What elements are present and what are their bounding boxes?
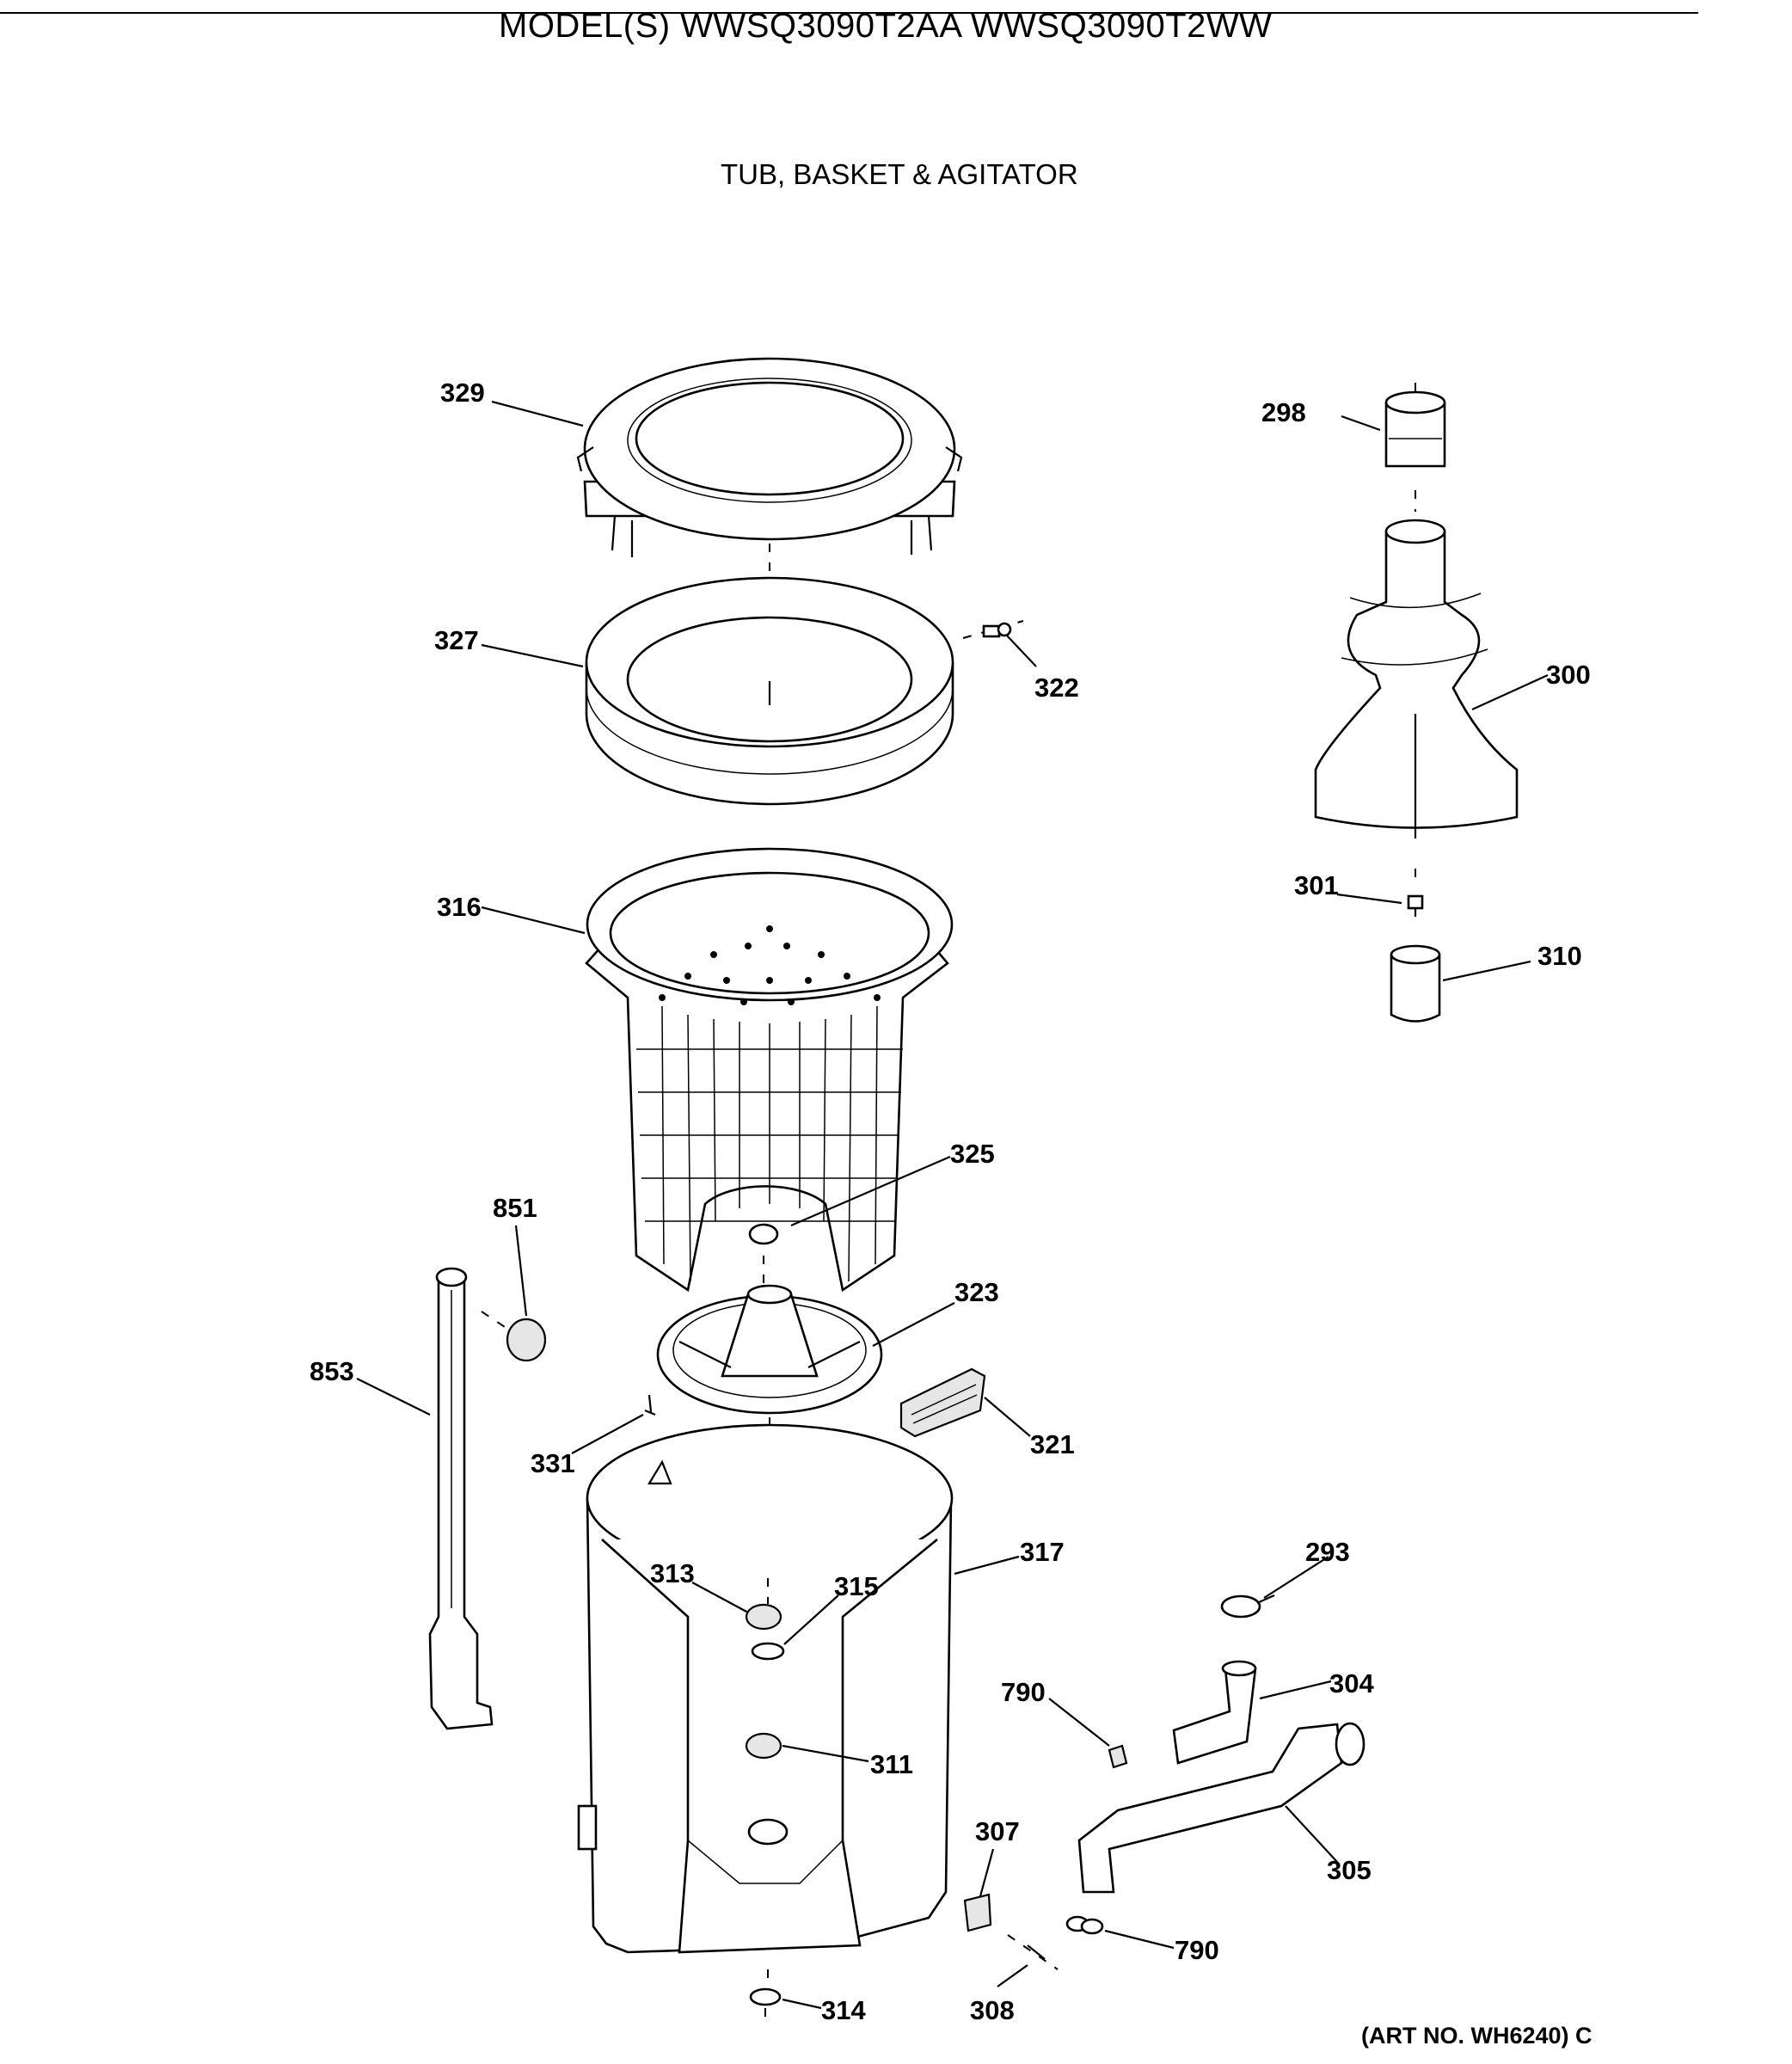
callout-327: 327 bbox=[434, 625, 479, 655]
header-rule bbox=[0, 12, 1698, 14]
bearing-313-part bbox=[745, 1603, 782, 1631]
callout-298: 298 bbox=[1261, 397, 1306, 427]
bolt-301-part bbox=[1407, 894, 1424, 917]
agitator-300-part bbox=[1314, 519, 1519, 838]
screw-331-part bbox=[644, 1394, 656, 1416]
bearing-lower bbox=[747, 1818, 789, 1846]
clamp-293-part bbox=[1220, 1594, 1275, 1619]
callout-790-lower: 790 bbox=[1175, 1935, 1219, 1965]
screw-308-part bbox=[1007, 1934, 1059, 1970]
seal-315-part bbox=[751, 1642, 785, 1661]
callout-308: 308 bbox=[970, 1995, 1015, 2025]
callout-322: 322 bbox=[1034, 673, 1079, 703]
tub-cover-part bbox=[576, 357, 963, 557]
callout-307: 307 bbox=[975, 1816, 1020, 1846]
callout-853: 853 bbox=[310, 1356, 354, 1386]
hose-304-part bbox=[1172, 1660, 1257, 1765]
callout-316: 316 bbox=[437, 892, 482, 922]
callout-321: 321 bbox=[1030, 1429, 1075, 1459]
coupling-310-part bbox=[1390, 944, 1441, 1023]
wash-basket-part bbox=[585, 847, 954, 1293]
tube-853-part bbox=[428, 1267, 494, 1730]
callout-305: 305 bbox=[1327, 1855, 1372, 1885]
hose-305-part bbox=[1077, 1722, 1365, 1894]
diagram-title: TUB, BASKET & AGITATOR bbox=[721, 158, 1078, 190]
leader-lines bbox=[356, 400, 1549, 2010]
callout-851: 851 bbox=[493, 1193, 537, 1223]
model-heading: MODEL(S) WWSQ3090T2AA WWSQ3090T2WW bbox=[499, 7, 1273, 45]
balance-ring-part bbox=[585, 576, 954, 806]
washer-314-part bbox=[749, 1987, 782, 2006]
screw-322-part bbox=[962, 620, 1024, 639]
grommet-851-part bbox=[481, 1311, 547, 1362]
callout-317: 317 bbox=[1020, 1537, 1065, 1567]
art-number: (ART NO. WH6240) C bbox=[1361, 2023, 1593, 2049]
callout-310: 310 bbox=[1537, 941, 1582, 971]
callout-323: 323 bbox=[954, 1277, 999, 1307]
callout-325: 325 bbox=[950, 1139, 995, 1169]
outer-tub-part bbox=[577, 1423, 954, 1954]
clip-790-lower-part bbox=[1065, 1915, 1104, 1935]
callout-311: 311 bbox=[870, 1749, 913, 1779]
bearing-311-part bbox=[745, 1732, 782, 1760]
filter-321-part bbox=[899, 1367, 986, 1438]
callout-300: 300 bbox=[1546, 660, 1591, 690]
callout-331: 331 bbox=[531, 1448, 575, 1478]
bracket-307-part bbox=[963, 1893, 992, 1932]
callout-301: 301 bbox=[1294, 870, 1339, 900]
callout-329: 329 bbox=[440, 378, 485, 408]
callout-315: 315 bbox=[834, 1571, 879, 1601]
callout-313: 313 bbox=[650, 1558, 695, 1588]
callout-304: 304 bbox=[1329, 1668, 1374, 1698]
callout-314: 314 bbox=[821, 1995, 866, 2025]
clip-790-upper-part bbox=[1108, 1744, 1128, 1769]
callout-293: 293 bbox=[1305, 1537, 1350, 1567]
hub-plate-part bbox=[656, 1284, 883, 1415]
callout-790-upper: 790 bbox=[1001, 1677, 1046, 1707]
agitator-cap-298-part bbox=[1384, 390, 1446, 468]
